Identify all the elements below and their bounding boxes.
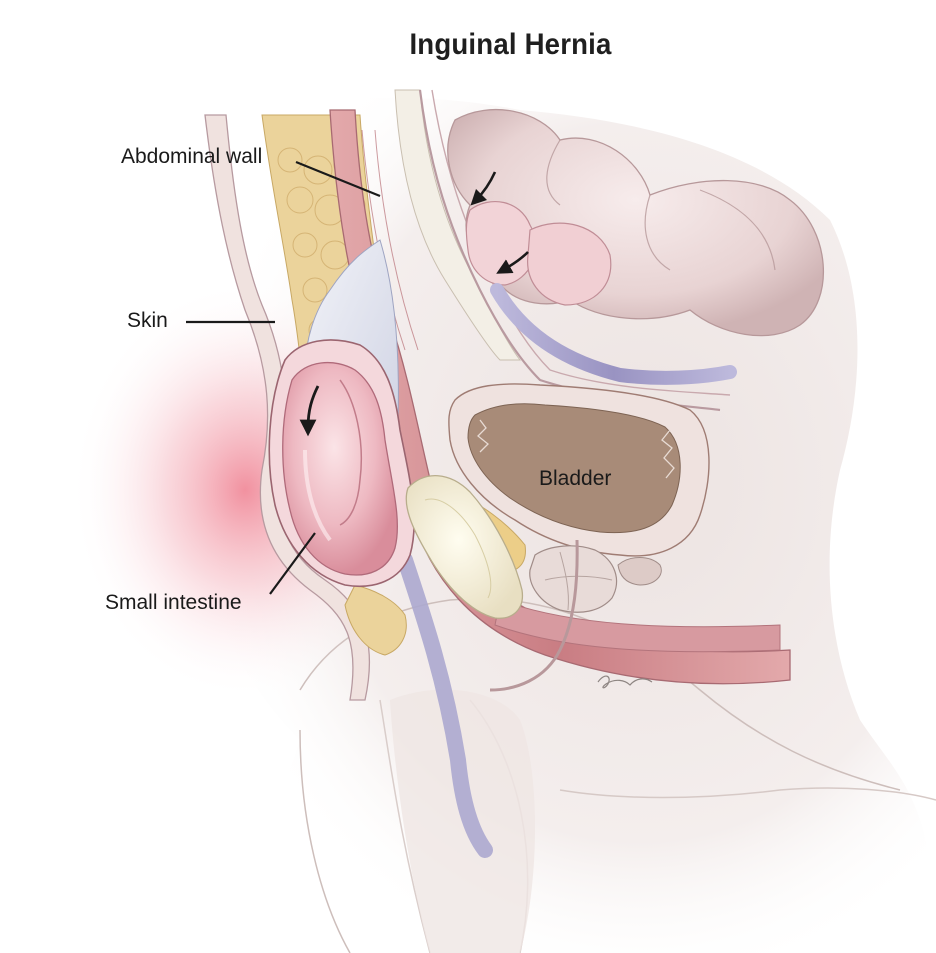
leg-outline — [299, 729, 351, 953]
artist-signature — [597, 675, 653, 689]
herniated-small-intestine — [282, 361, 398, 576]
prostate — [529, 545, 618, 613]
spermatic-vessel — [490, 283, 737, 385]
hernia-direction-arrow-main — [299, 385, 320, 437]
intestine-bulge-upper — [465, 201, 537, 286]
urethra — [489, 539, 579, 692]
intestine-fold — [339, 379, 363, 526]
label-small-intestine: Small intestine — [105, 591, 242, 614]
intestine-bulge-right — [527, 222, 612, 306]
label-abdominal-wall: Abdominal wall — [121, 145, 263, 168]
abdominal-wall-leader — [295, 160, 381, 198]
spermatic-cord — [397, 552, 493, 858]
fascia-band — [394, 89, 521, 361]
label-skin: Skin — [127, 309, 168, 332]
fat-lower — [344, 584, 407, 656]
bladder-interior-texture — [477, 419, 675, 479]
thigh-outline — [559, 787, 936, 801]
hernia-direction-arrow-mid — [496, 251, 529, 274]
hernia-direction-arrow-upper — [470, 171, 497, 206]
intestine-highlight — [303, 449, 332, 542]
bladder-interior — [467, 403, 681, 534]
seminal-vesicle — [617, 557, 662, 586]
peritoneum-line-2 — [431, 89, 731, 396]
skin-layer — [204, 114, 371, 701]
pubic-bone — [405, 475, 524, 619]
label-bladder: Bladder — [539, 467, 612, 490]
page-title: Inguinal Hernia — [409, 28, 612, 61]
small-intestine-leader — [269, 532, 316, 595]
upper-intestine-fold — [546, 139, 776, 271]
pubic-bone-rings — [424, 498, 492, 599]
